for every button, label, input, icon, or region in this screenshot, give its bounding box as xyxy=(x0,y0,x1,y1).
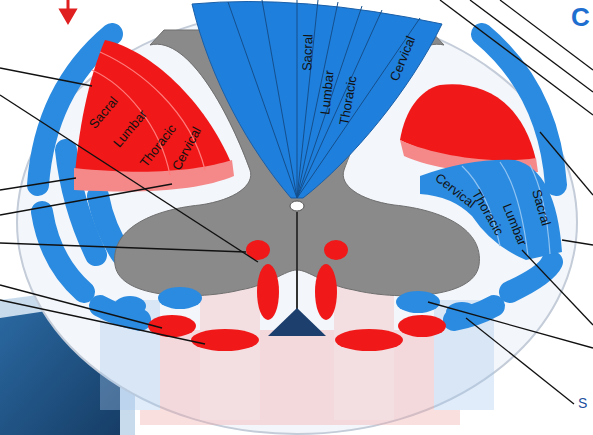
fan-dividers xyxy=(297,18,420,198)
leader-lines xyxy=(0,243,246,252)
level-label: Lumbar xyxy=(501,201,530,247)
small-tracts xyxy=(114,296,146,316)
ascending-tract xyxy=(420,160,562,260)
level-label: Sacral xyxy=(530,187,553,226)
leader-lines xyxy=(0,285,162,328)
leader-lines xyxy=(428,302,593,348)
faded-tracts xyxy=(140,330,460,425)
leader-lines xyxy=(0,0,593,404)
outer-tracts xyxy=(510,262,552,292)
tract-region: SacralLumbarThoracicCervical xyxy=(60,35,245,195)
leader-lines xyxy=(0,178,76,190)
leader-lines xyxy=(540,132,593,195)
ventral-fissure xyxy=(268,308,326,336)
level-label: Sacral xyxy=(300,33,314,70)
heading-fragment: C xyxy=(571,4,590,30)
leader-lines xyxy=(440,0,593,115)
leader-lines xyxy=(0,68,92,86)
tract-region: CervicalThoracicLumbarSacral xyxy=(420,160,565,260)
small-tracts xyxy=(257,264,279,320)
small-tracts xyxy=(396,291,440,313)
central-canal xyxy=(290,201,304,211)
small-tracts xyxy=(335,329,403,351)
level-label: Lumbar xyxy=(111,107,149,149)
leader-lines xyxy=(0,184,172,215)
level-label: Cervical xyxy=(432,170,477,209)
fan-dividers xyxy=(297,6,362,198)
leader-lines xyxy=(0,95,258,262)
small-tracts xyxy=(398,315,446,337)
fan-dividers xyxy=(228,0,420,198)
tract-layers xyxy=(92,70,170,175)
level-label: Thoracic xyxy=(337,74,358,125)
leader-lines xyxy=(500,0,593,70)
leader-lines xyxy=(522,250,593,325)
tract-region: SacralLumbarThoracic Cervical xyxy=(270,20,430,140)
fan-dividers xyxy=(297,0,298,198)
faded-tracts xyxy=(434,300,494,410)
small-tracts xyxy=(324,240,348,260)
level-label: Thoracic xyxy=(470,187,506,237)
leader-lines xyxy=(470,0,593,92)
small-tracts xyxy=(315,264,337,320)
fan-dividers xyxy=(228,2,297,198)
leader-lines xyxy=(466,318,574,404)
small-tracts xyxy=(158,287,202,309)
level-label: Sacral xyxy=(86,94,120,131)
fan-dividers xyxy=(297,10,382,198)
ventral-fissure xyxy=(296,212,298,320)
small-tracts xyxy=(191,329,259,351)
leader-lines xyxy=(562,240,593,245)
level-label: Lumbar xyxy=(318,69,336,114)
callout-label: S xyxy=(578,396,587,410)
level-label: Cervical xyxy=(387,34,417,82)
faded-tracts xyxy=(100,300,160,410)
leader-lines xyxy=(0,300,205,344)
arrow-mark xyxy=(61,0,75,22)
fan-dividers xyxy=(262,0,297,198)
